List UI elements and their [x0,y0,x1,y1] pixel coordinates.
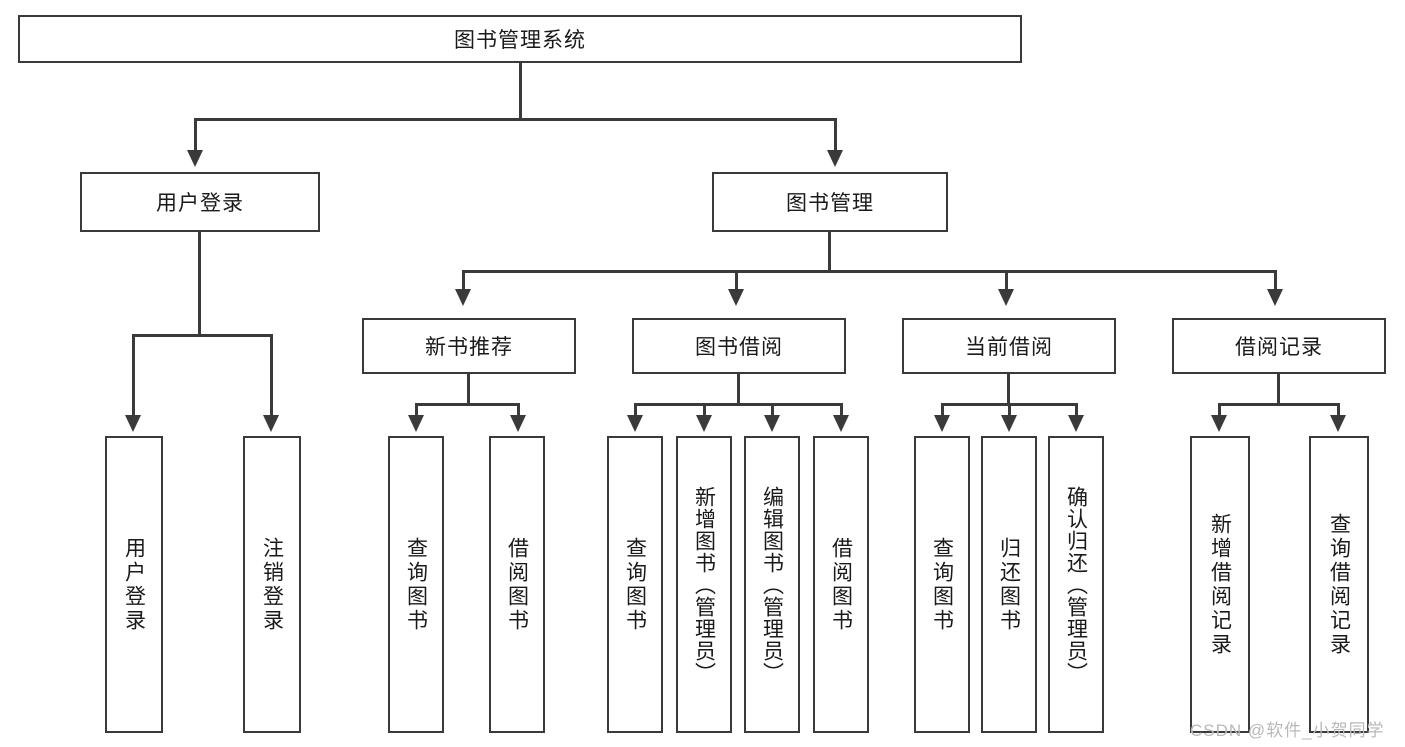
connector-user-login-stem [198,232,201,336]
leaf-return-book[interactable]: 归还图书 [981,436,1037,733]
leaf-add-record[interactable]: 新增借阅记录 [1190,436,1250,733]
connector-drop-current-borrow [1005,270,1008,292]
arrow-down-icon [833,415,849,432]
connector-drop-book-management [834,118,837,153]
connector-drop-leaf-confirm-return [1075,403,1078,418]
connector-new-book-recommend-stem [467,374,470,406]
connector-drop-leaf-borrow-book-2 [840,403,843,418]
arrow-down-icon [998,289,1014,306]
leaf-confirm-return[interactable]: 确认归还（管理员） [1048,436,1104,733]
node-book-management[interactable]: 图书管理 [712,172,948,232]
node-root-system[interactable]: 图书管理系统 [18,15,1022,63]
node-label: 借阅记录 [1235,336,1323,359]
connector-level3-bus [462,270,1277,273]
arrow-down-icon [263,415,279,432]
node-label: 查询借阅记录 [1327,512,1351,657]
arrow-down-icon [1068,415,1084,432]
connector-drop-leaf-add-record [1218,403,1221,418]
connector-drop-leaf-query-record [1337,403,1340,418]
connector-book-management-stem [828,232,831,272]
arrow-down-icon [408,415,424,432]
leaf-query-record[interactable]: 查询借阅记录 [1309,436,1369,733]
node-label: 查询图书 [623,536,647,633]
connector-borrow-record-stem [1277,374,1280,406]
node-label: 查询图书 [930,536,954,633]
connector-root-bus [194,118,837,121]
connector-drop-leaf-edit-book [771,403,774,418]
connector-drop-leaf-logout [270,334,273,418]
node-label: 编辑图书（管理员） [760,485,784,684]
node-label: 新增借阅记录 [1208,512,1232,657]
leaf-query-book-3[interactable]: 查询图书 [914,436,970,733]
leaf-borrow-book-1[interactable]: 借阅图书 [489,436,545,733]
node-label: 新增图书（管理员） [692,485,716,684]
arrow-down-icon [1267,289,1283,306]
node-label: 新书推荐 [425,336,513,359]
leaf-add-book[interactable]: 新增图书（管理员） [676,436,732,733]
leaf-query-book-2[interactable]: 查询图书 [607,436,663,733]
connector-drop-leaf-add-book [703,403,706,418]
arrow-down-icon [125,415,141,432]
arrow-down-icon [510,415,526,432]
node-label: 当前借阅 [965,336,1053,359]
leaf-user-login[interactable]: 用户登录 [105,436,163,733]
leaf-borrow-book-2[interactable]: 借阅图书 [813,436,869,733]
arrow-down-icon [187,150,203,167]
connector-root-stem [519,63,522,120]
connector-borrow-record-bus [1218,403,1339,406]
node-new-book-recommend[interactable]: 新书推荐 [362,318,576,374]
node-label: 用户登录 [156,192,244,215]
connector-user-login-bus [132,334,273,337]
node-label: 图书借阅 [695,336,783,359]
node-label: 用户登录 [122,536,146,633]
connector-new-book-recommend-bus [415,403,520,406]
node-user-login[interactable]: 用户登录 [80,172,320,232]
node-borrow-record[interactable]: 借阅记录 [1172,318,1386,374]
connector-drop-leaf-return-book [1008,403,1011,418]
arrow-down-icon [764,415,780,432]
leaf-query-book-1[interactable]: 查询图书 [388,436,444,733]
connector-drop-leaf-query-book-2 [634,403,637,418]
csdn-watermark: CSDN @软件_小贺同学 [1190,721,1385,740]
connector-drop-leaf-user-login [132,334,135,418]
connector-drop-leaf-query-book-1 [415,403,418,418]
node-label: 借阅图书 [829,536,853,633]
connector-drop-book-borrow [735,270,738,292]
arrow-down-icon [1211,415,1227,432]
arrow-down-icon [728,289,744,306]
arrow-down-icon [627,415,643,432]
leaf-edit-book[interactable]: 编辑图书（管理员） [744,436,800,733]
node-current-borrow[interactable]: 当前借阅 [902,318,1116,374]
connector-current-borrow-stem [1007,374,1010,406]
connector-drop-leaf-query-book-3 [941,403,944,418]
node-label: 确认归还（管理员） [1064,485,1088,684]
node-label: 查询图书 [404,536,428,633]
connector-drop-leaf-borrow-book-1 [517,403,520,418]
node-label: 图书管理 [786,192,874,215]
connector-book-borrow-stem [737,374,740,406]
node-label: 归还图书 [997,536,1021,633]
node-label: 注销登录 [260,536,284,633]
leaf-logout[interactable]: 注销登录 [243,436,301,733]
node-book-borrow[interactable]: 图书借阅 [632,318,846,374]
node-label: 借阅图书 [505,536,529,633]
arrow-down-icon [827,150,843,167]
arrow-down-icon [1330,415,1346,432]
connector-drop-new-book-recommend [462,270,465,292]
arrow-down-icon [1001,415,1017,432]
arrow-down-icon [696,415,712,432]
arrow-down-icon [455,289,471,306]
connector-book-borrow-bus [634,403,842,406]
connector-drop-borrow-record [1274,270,1277,292]
connector-drop-user-login [194,118,197,153]
node-label: 图书管理系统 [454,29,586,52]
arrow-down-icon [934,415,950,432]
